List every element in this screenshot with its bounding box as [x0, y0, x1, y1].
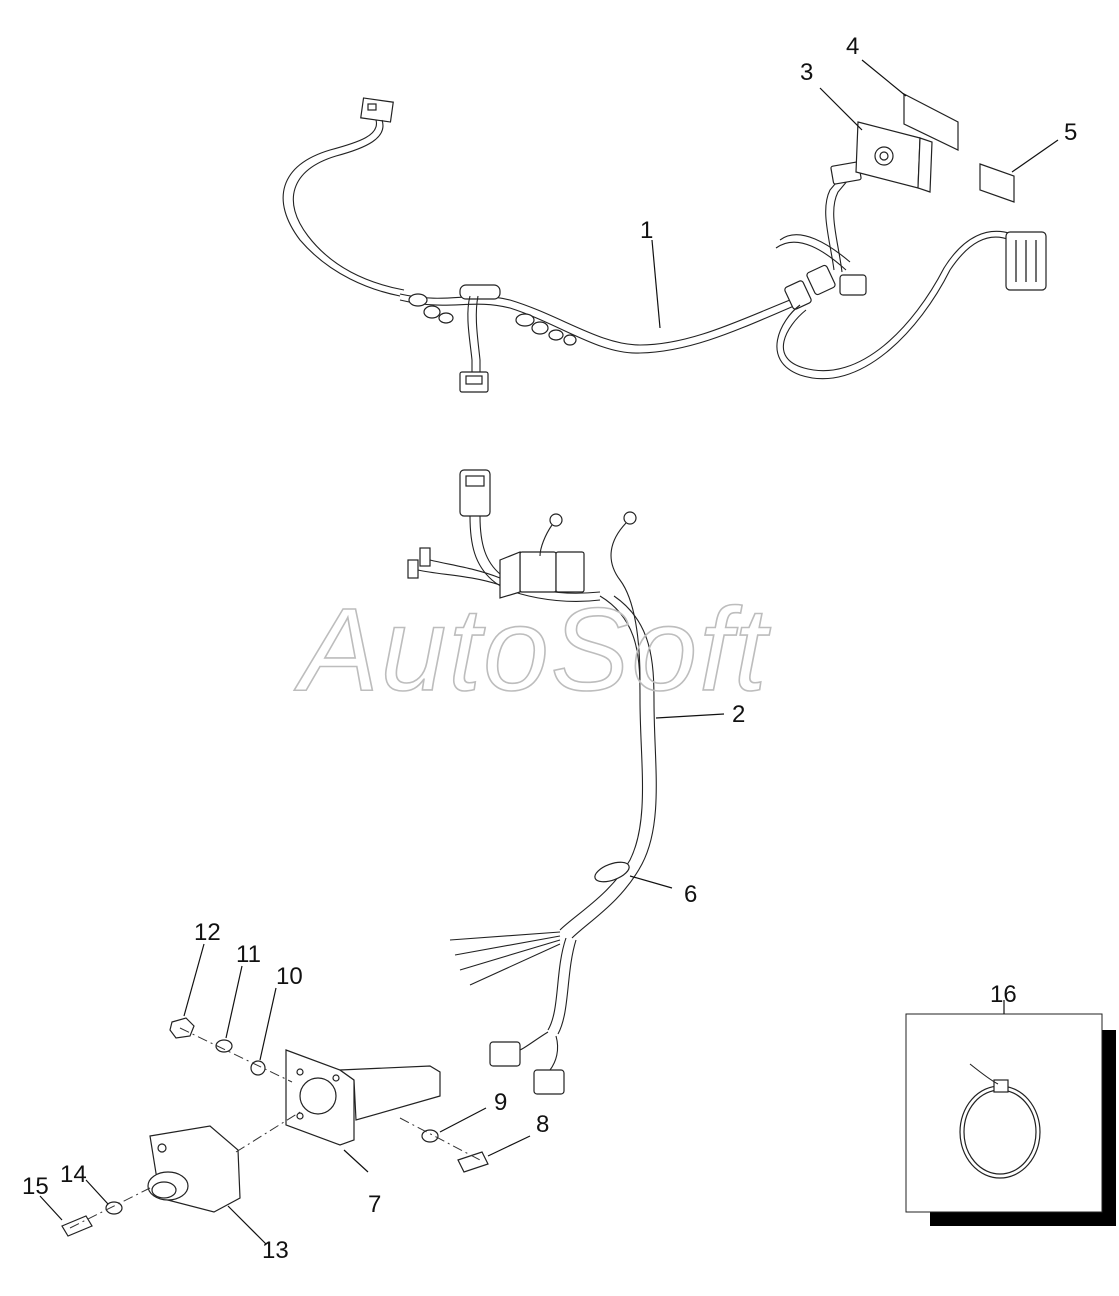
callout-13: 13: [262, 1237, 289, 1264]
part-3-module: [855, 121, 933, 193]
callout-3: 3: [800, 59, 813, 86]
callout-16: 16: [990, 981, 1017, 1008]
lower-wiring-harness: [407, 469, 657, 1095]
callout-10: 10: [276, 963, 303, 990]
part-5-plate: [979, 163, 1015, 203]
part-7-bracket: [285, 1049, 441, 1146]
upper-wiring-harness: [282, 97, 1047, 393]
part-13-switch: [147, 1125, 241, 1213]
part-16-detail: [905, 1013, 1116, 1226]
watermark: AutoSoft: [294, 584, 771, 716]
callout-14: 14: [60, 1161, 87, 1188]
callout-8: 8: [536, 1111, 549, 1138]
fasteners: [61, 1017, 489, 1237]
callout-1: 1: [640, 217, 653, 244]
trunk-connectors: [408, 284, 577, 346]
callout-9: 9: [494, 1089, 507, 1116]
callout-7: 7: [368, 1191, 381, 1218]
callout-12: 12: [194, 919, 221, 946]
part-4-plate: [903, 93, 959, 151]
leader-lines: [39, 59, 1059, 1245]
callout-15: 15: [22, 1173, 49, 1200]
callout-6: 6: [684, 881, 697, 908]
callout-2: 2: [732, 701, 745, 728]
callout-4: 4: [846, 33, 859, 60]
callout-5: 5: [1064, 119, 1077, 146]
callout-numbers: 1 2 3 4 5 6 7 8 9 10 11 12 13 14 15 16: [22, 33, 1077, 1264]
callout-11: 11: [236, 941, 261, 968]
part-6-grommet: [594, 861, 630, 883]
